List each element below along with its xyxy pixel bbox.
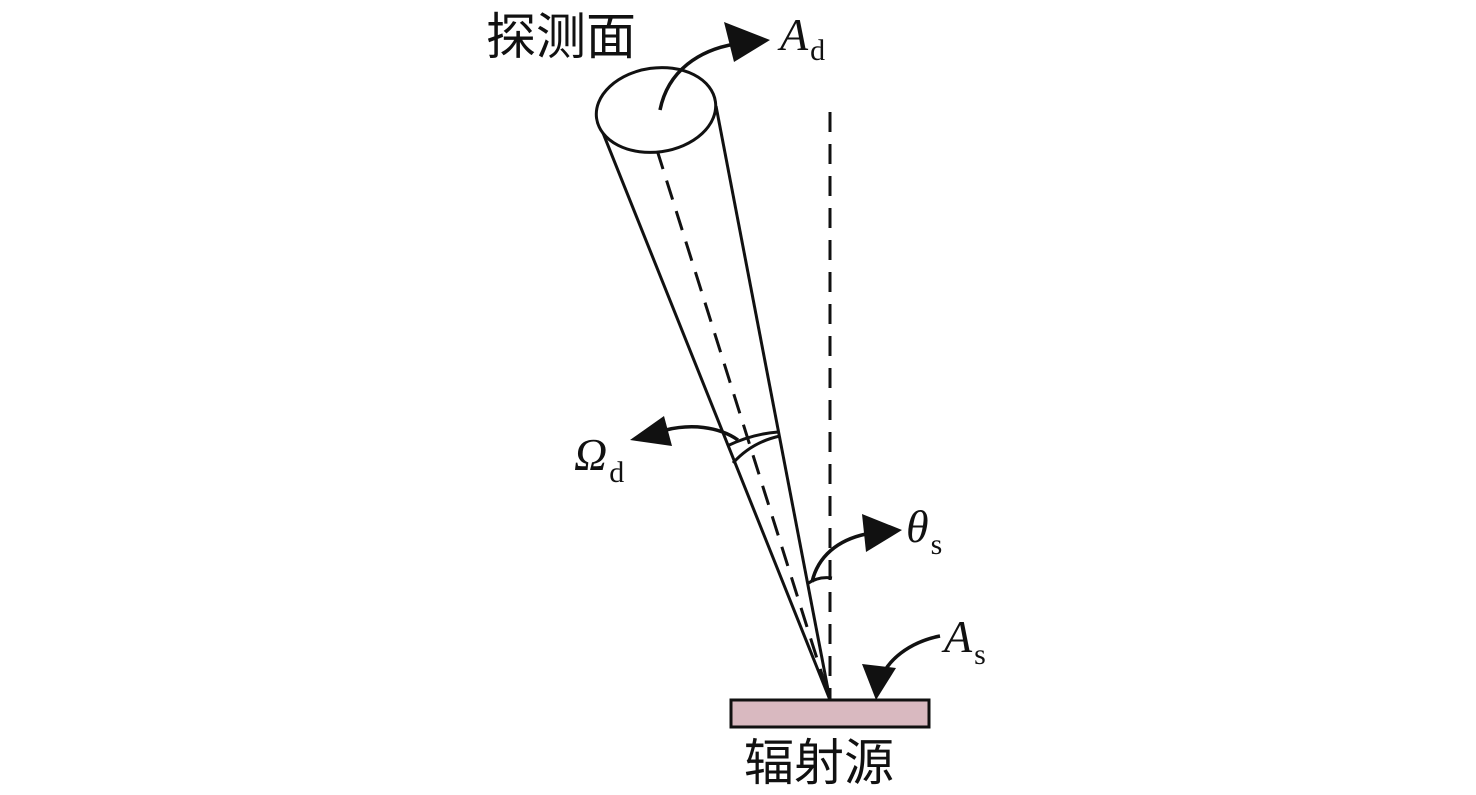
symbol-a-d: Ad bbox=[777, 9, 825, 67]
cone-left-edge bbox=[595, 117, 832, 701]
arrow-theta-s-curve bbox=[810, 532, 867, 583]
detector-surface-label: 探测面 bbox=[486, 8, 636, 66]
symbol-theta-s: θs bbox=[906, 501, 942, 561]
arrow-a-d-curve bbox=[658, 42, 736, 111]
theta-angle-arc bbox=[806, 576, 833, 586]
symbol-omega-d: Ωd bbox=[574, 429, 624, 489]
cone-axis-dashed-line bbox=[655, 149, 832, 701]
arrow-omega-d-head bbox=[630, 416, 672, 446]
cone-right-edge bbox=[714, 105, 832, 701]
radiation-source-plate bbox=[729, 698, 931, 729]
arrow-omega-d-curve bbox=[665, 425, 740, 442]
radiation-source-label: 辐射源 bbox=[744, 734, 894, 792]
arrow-a-s-head bbox=[862, 664, 896, 700]
symbol-a-s: As bbox=[941, 611, 986, 671]
solid-angle-arc-inner bbox=[731, 434, 781, 465]
solid-angle-arc-outer bbox=[726, 430, 779, 448]
arrow-a-d-head bbox=[724, 22, 770, 62]
arrow-theta-s-head bbox=[862, 514, 902, 552]
detector-surface-ellipse bbox=[594, 66, 718, 154]
